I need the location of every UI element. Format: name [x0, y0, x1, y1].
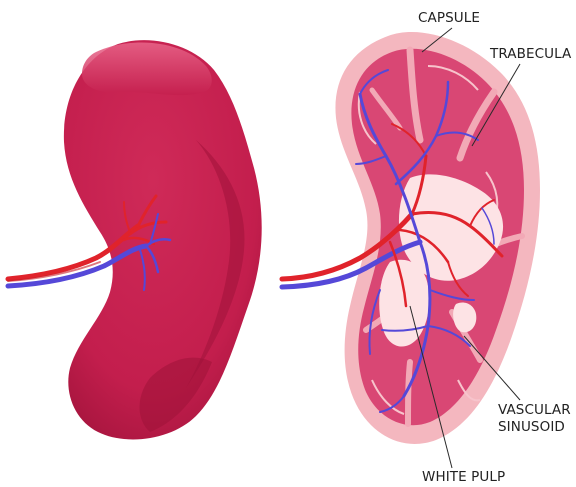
- spleen-upper-lobe: [82, 43, 212, 96]
- vascular-label-line1: VASCULAR: [498, 402, 571, 418]
- capsule-label: CAPSULE: [418, 10, 480, 26]
- cross-section: [282, 32, 540, 444]
- vascular-label-line2: SINUSOID: [498, 419, 565, 435]
- white-pulp-label: WHITE PULP: [422, 469, 505, 485]
- trabecula-label: TRABECULA: [489, 46, 572, 62]
- whole-spleen: [8, 40, 262, 439]
